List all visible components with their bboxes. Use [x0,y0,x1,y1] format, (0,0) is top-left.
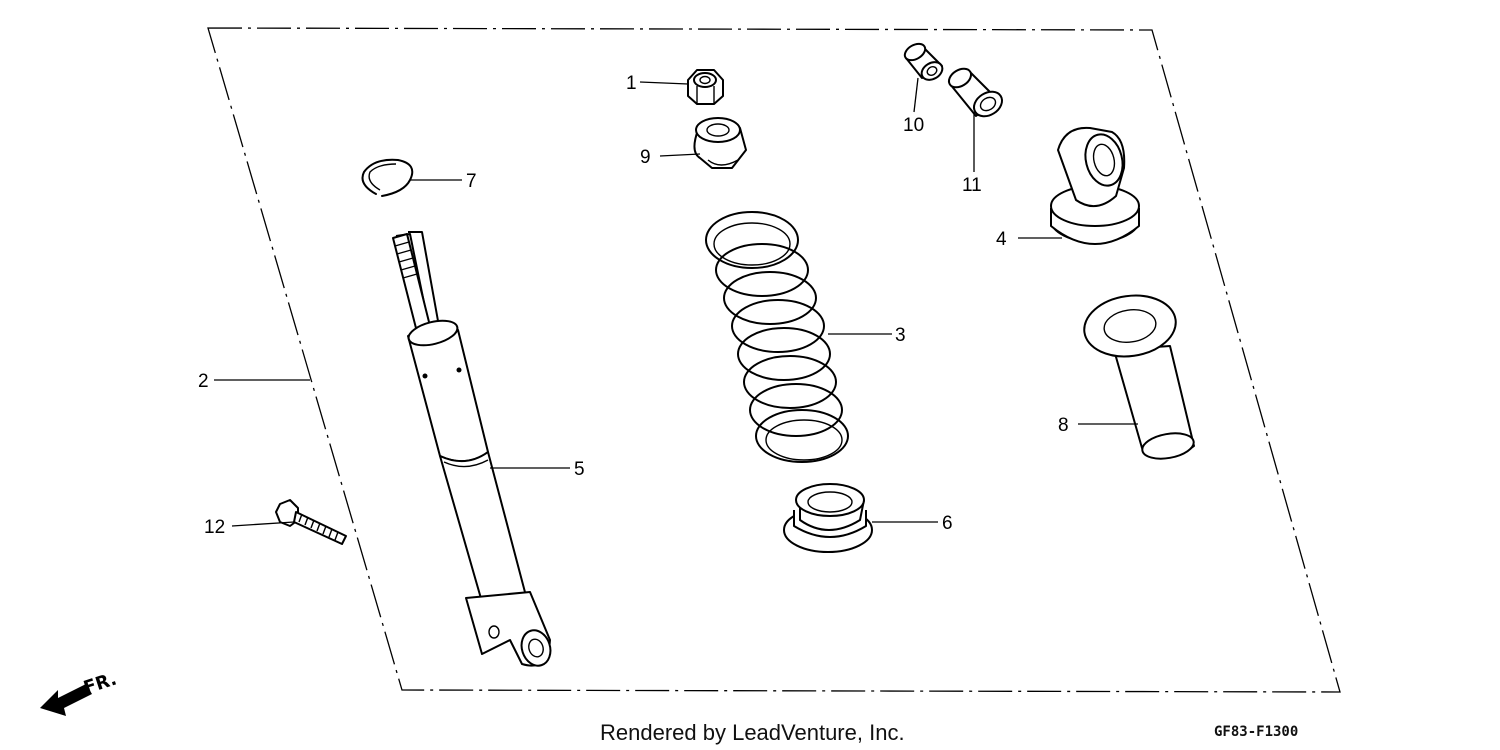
spring-part[interactable] [705,211,849,463]
front-direction-label: FR. [81,668,119,698]
nut-part[interactable] [687,69,724,105]
leader-1 [639,81,689,85]
callout-8: 8 [1058,415,1069,436]
callout-2: 2 [198,371,209,392]
leader-10 [913,77,919,113]
callout-5: 5 [574,459,585,480]
small-collar-part[interactable] [902,40,946,83]
diagram-code: GF83-F1300 [1214,724,1298,740]
callout-7: 7 [466,171,477,192]
callout-1: 1 [626,73,637,94]
spring-seat-part[interactable] [783,483,873,553]
callout-12: 12 [204,517,225,538]
callout-4: 4 [996,229,1007,250]
front-arrow-icon [40,684,92,716]
boot-part[interactable] [1080,290,1195,462]
snap-ring-part[interactable] [361,158,414,197]
callout-6: 6 [942,513,953,534]
damper-body-part[interactable] [392,231,555,669]
bolt-part[interactable] [275,499,347,545]
callout-9: 9 [640,147,651,168]
callout-10: 10 [903,115,924,136]
front-direction-indicator: FR. [40,668,119,716]
callout-11: 11 [962,175,982,196]
leader-12 [231,521,295,527]
rubber-bushing-part[interactable] [693,117,747,169]
credit-text: Rendered by LeadVenture, Inc. [600,720,905,745]
large-collar-part[interactable] [946,65,1007,121]
assembly-boundary [207,27,1341,693]
leader-9 [659,153,701,157]
upper-mount-part[interactable] [1050,126,1140,245]
callout-3: 3 [895,325,906,346]
